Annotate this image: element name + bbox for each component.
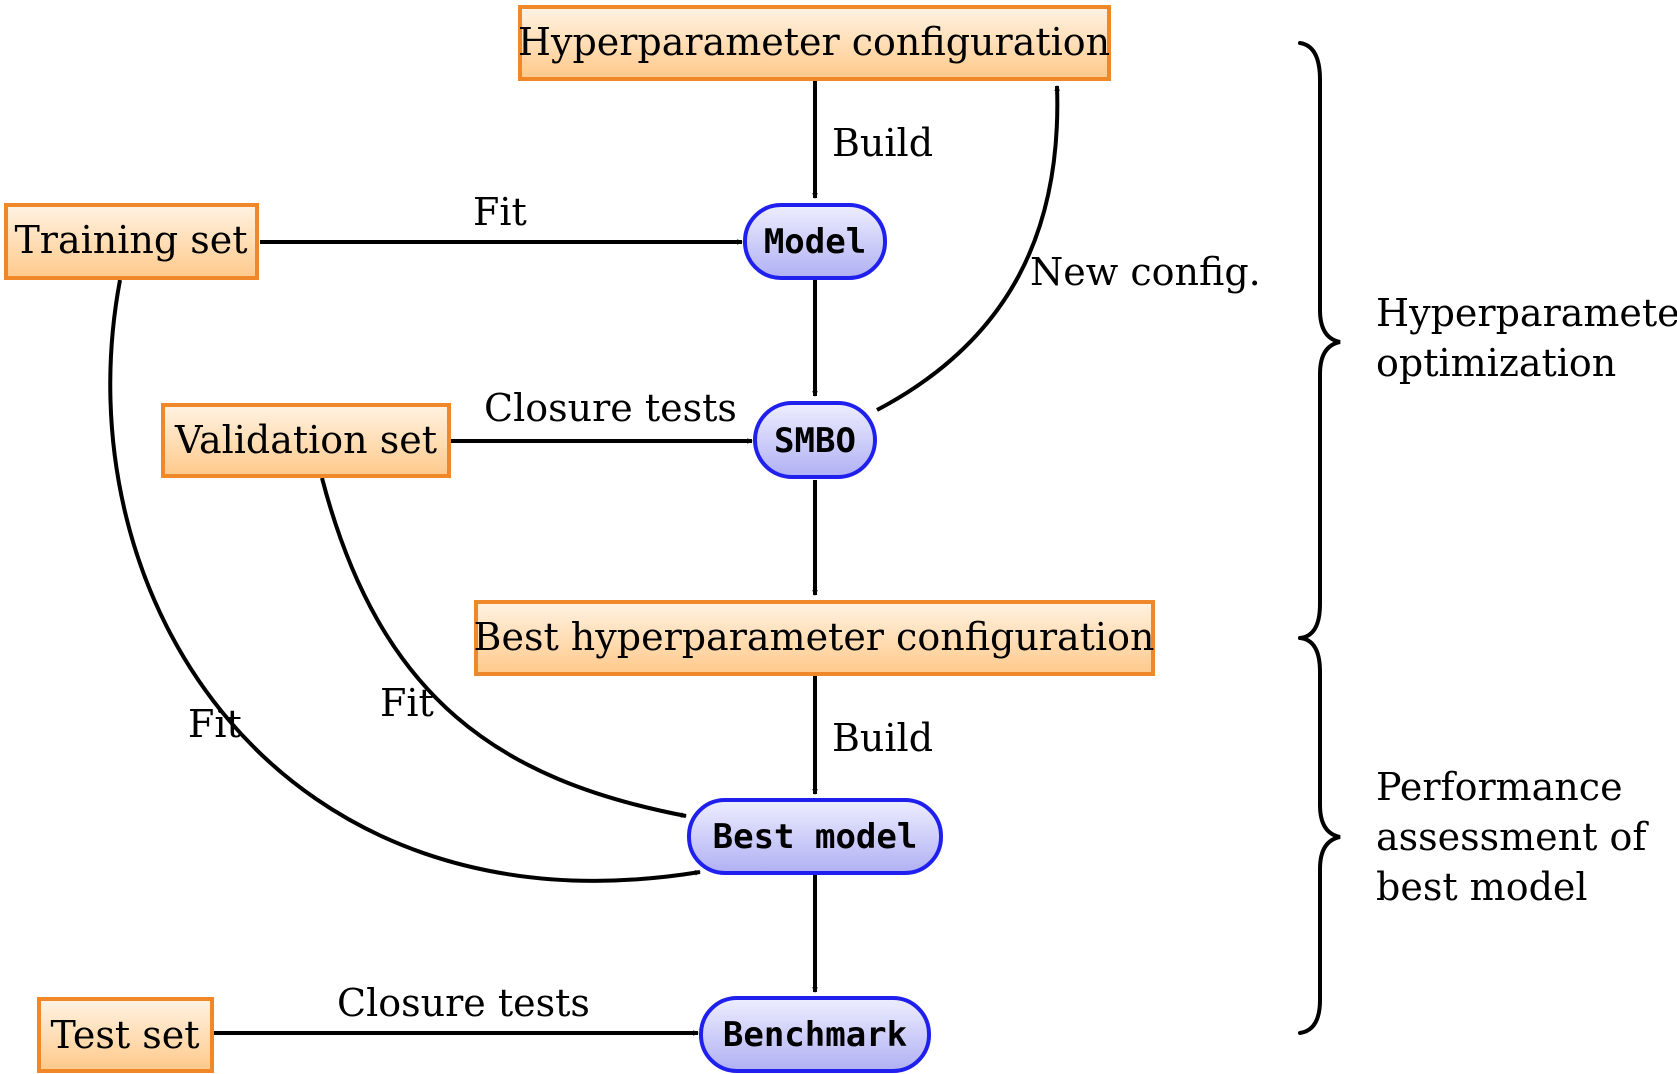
- box-best-hyperparameter-configuration: Best hyperparameter configuration: [474, 600, 1155, 676]
- brace-label-optimization-line2: optimization: [1376, 341, 1616, 385]
- node-benchmark-label: Benchmark: [723, 1015, 907, 1055]
- node-model: Model: [743, 203, 887, 280]
- node-model-label: Model: [764, 222, 866, 262]
- node-best-model-label: Best model: [713, 817, 918, 857]
- edge-validation-to-bestmodel: [320, 477, 687, 818]
- box-best-hyperparameter-configuration-label: Best hyperparameter configuration: [474, 615, 1155, 659]
- box-hyperparameter-configuration: Hyperparameter configuration: [518, 5, 1111, 81]
- node-smbo: SMBO: [753, 401, 877, 479]
- label-fit-training-model: Fit: [473, 190, 527, 234]
- label-closure-validation: Closure tests: [484, 386, 737, 430]
- box-validation-set-label: Validation set: [174, 418, 437, 462]
- edges: [108, 80, 1061, 1036]
- brace-label-assessment: Performance assessment of best model: [1376, 765, 1649, 909]
- label-build-top: Build: [832, 121, 933, 165]
- label-fit-validation-best: Fit: [380, 681, 434, 725]
- label-new-config: New config.: [1030, 250, 1261, 294]
- brace-label-assessment-line1: Performance: [1376, 765, 1623, 809]
- box-test-set: Test set: [37, 997, 214, 1073]
- label-closure-test: Closure tests: [337, 981, 590, 1025]
- edge-smbo-to-hyperconfig: [876, 85, 1061, 412]
- box-test-set-label: Test set: [51, 1013, 200, 1057]
- box-training-set-label: Training set: [14, 218, 247, 262]
- brace-assessment: [1298, 636, 1341, 1035]
- box-training-set: Training set: [4, 203, 259, 280]
- brace-label-optimization-line1: Hyperparameter: [1376, 291, 1677, 335]
- label-build-bottom: Build: [832, 716, 933, 760]
- brace-optimization: [1298, 41, 1341, 640]
- brace-label-assessment-line3: best model: [1376, 865, 1588, 909]
- edge-training-to-bestmodel: [108, 279, 701, 883]
- brace-label-optimization: Hyperparameter optimization: [1376, 291, 1677, 385]
- node-benchmark: Benchmark: [699, 996, 931, 1073]
- label-fit-training-best: Fit: [188, 702, 242, 746]
- edge-labels: Build Fit New config. Closure tests Fit …: [188, 121, 1261, 1025]
- node-best-model: Best model: [687, 798, 943, 875]
- box-validation-set: Validation set: [161, 403, 451, 478]
- brace-label-assessment-line2: assessment of: [1376, 815, 1649, 859]
- node-smbo-label: SMBO: [774, 421, 856, 461]
- box-hyperparameter-configuration-label: Hyperparameter configuration: [518, 20, 1110, 64]
